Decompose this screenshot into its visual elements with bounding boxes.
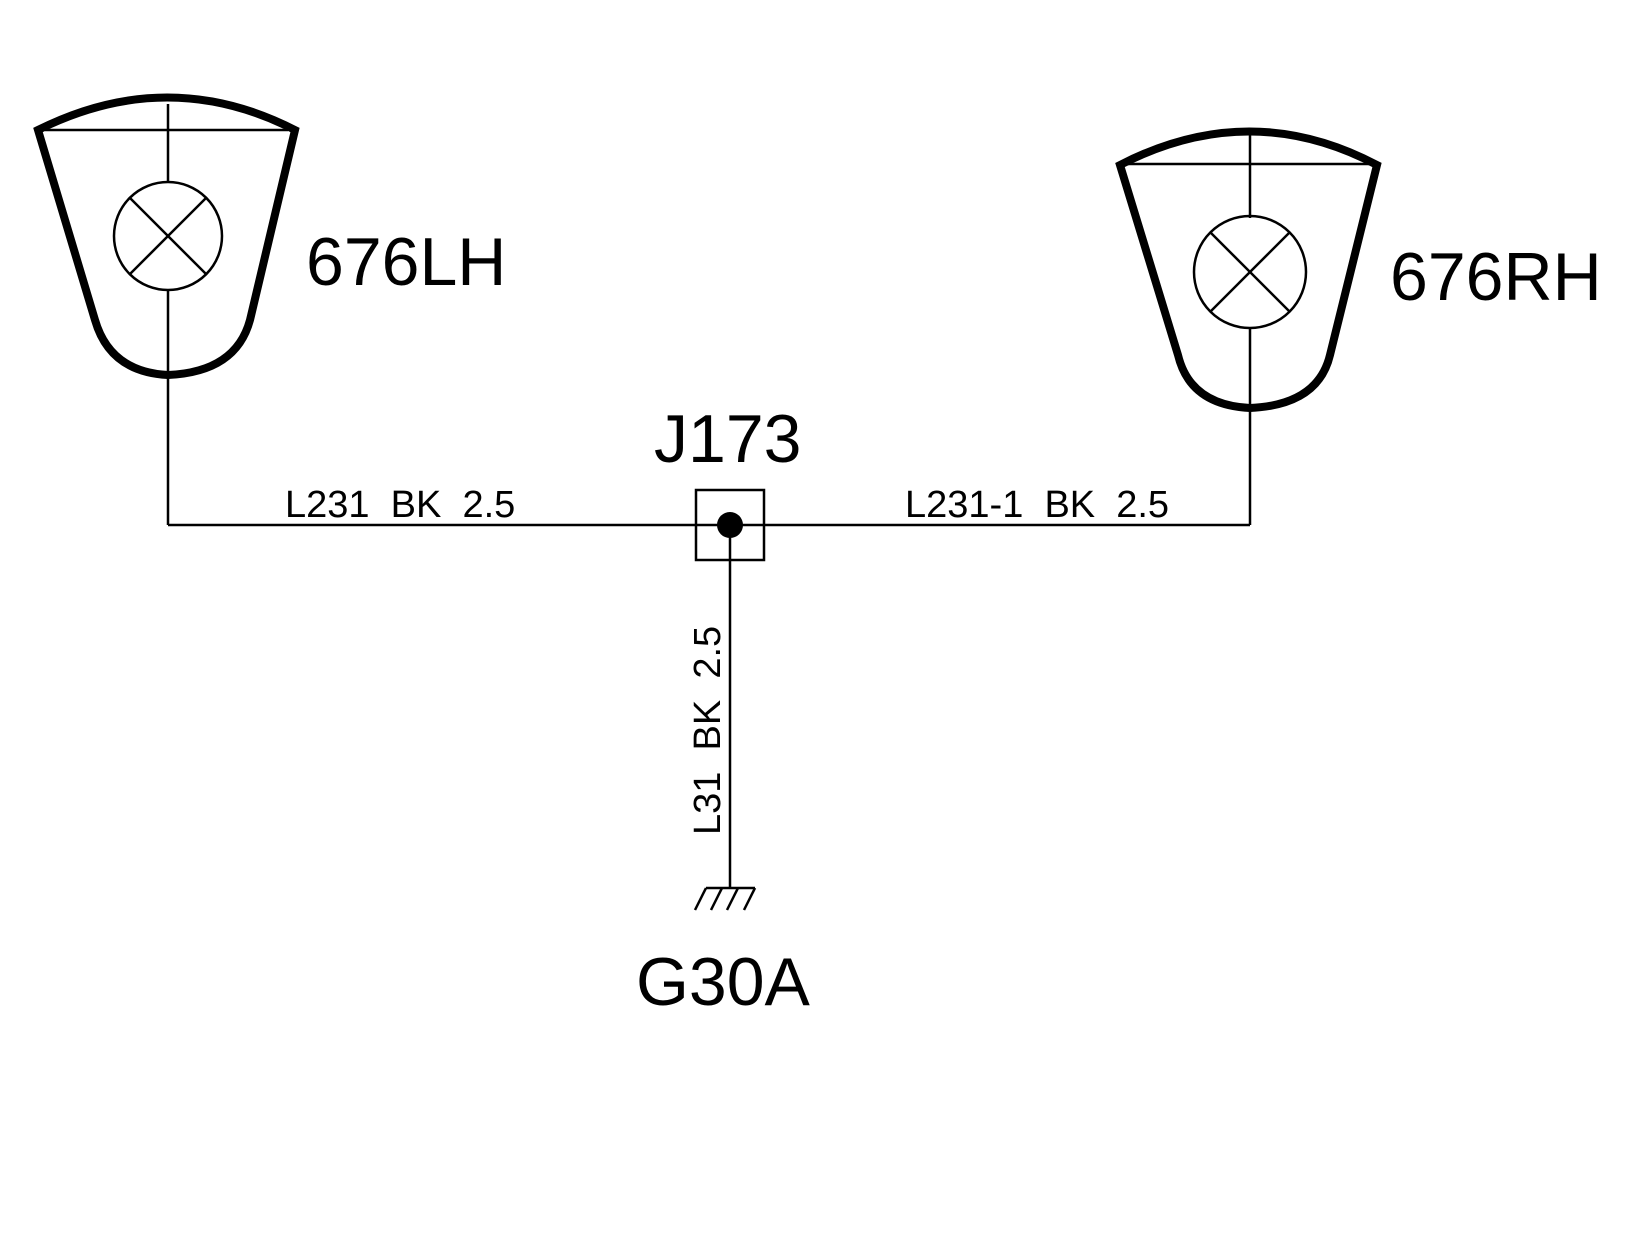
wire-down-label: L31 BK 2.5: [687, 626, 729, 835]
wire-right-label: L231-1 BK 2.5: [905, 484, 1169, 526]
splice-junction-icon: [694, 488, 766, 562]
wire-left-label: L231 BK 2.5: [285, 484, 515, 526]
ground-label: G30A: [636, 944, 811, 1020]
lamp-right[interactable]: [1115, 127, 1382, 413]
lamp-left-housing: [33, 93, 300, 380]
junction-j173[interactable]: [694, 488, 766, 562]
lamp-right-housing: [1115, 127, 1382, 413]
ground-icon: [693, 886, 757, 911]
lamp-right-bulb-icon: [1192, 214, 1308, 330]
lamp-right-label: 676RH: [1390, 239, 1602, 315]
junction-label: J173: [654, 401, 801, 477]
junction-dot: [717, 512, 743, 538]
lamp-left-bulb-icon: [112, 180, 224, 292]
lamp-left[interactable]: [33, 93, 300, 380]
lamp-left-label: 676LH: [306, 224, 506, 300]
